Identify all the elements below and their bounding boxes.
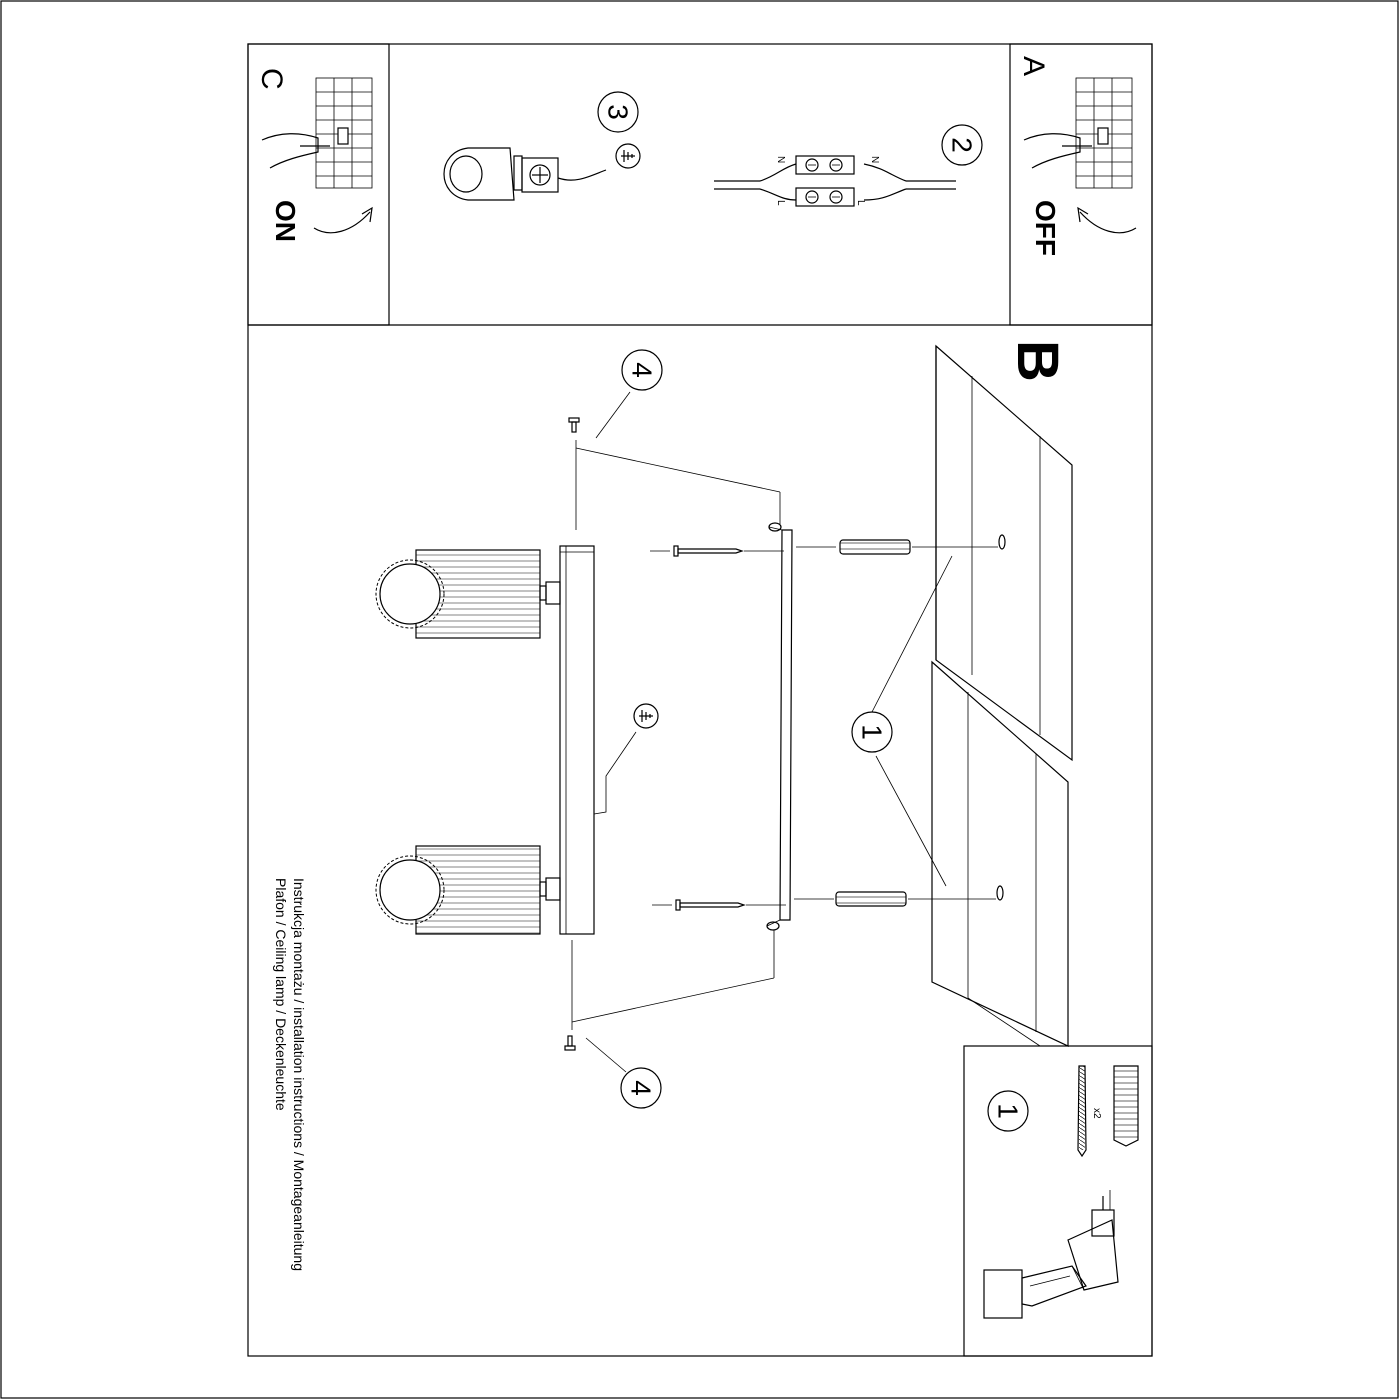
breaker-icon — [1075, 77, 1133, 189]
arrow-icon — [1079, 211, 1137, 234]
cap-screw-bottom — [564, 1035, 576, 1051]
drill-hole-top — [998, 534, 1006, 550]
caption: Instrukcja montażu / installation instru… — [273, 878, 307, 1271]
breaker-icon — [315, 77, 373, 189]
step-1-parts-badge — [987, 1090, 1029, 1132]
wire-label-n-left: N — [775, 156, 786, 163]
step-2-number: 2 — [947, 137, 978, 153]
wire-label-l-left: L — [775, 200, 786, 206]
ceiling-surface — [931, 344, 1073, 1047]
wall-plug-bottom — [835, 891, 996, 907]
panel-c: C ON — [247, 43, 390, 326]
drill-icon — [983, 1190, 1119, 1319]
wall-plug-icon — [1113, 1065, 1139, 1147]
step-3-badge — [597, 91, 639, 133]
panel-c-letter: C — [255, 68, 288, 90]
spotlight-head-bottom — [375, 845, 561, 935]
parts-quantity: x2 — [1091, 1108, 1102, 1119]
connector-l — [795, 187, 855, 207]
hand-icon — [261, 133, 319, 169]
panel-a-letter: A — [1017, 56, 1050, 76]
caption-line-1: Instrukcja montażu / installation instru… — [291, 878, 307, 1271]
screw-icon — [529, 164, 551, 186]
earth-symbol-icon — [633, 703, 659, 729]
step-4-bottom-number: 4 — [626, 1080, 657, 1096]
parts-panel: 1 x2 — [963, 1045, 1153, 1357]
wire-label-n-right: N — [869, 156, 880, 163]
step-3-earth-terminal: 3 — [443, 91, 641, 201]
cap-screw-top — [568, 417, 580, 433]
panel-b-letter: B — [1005, 340, 1070, 382]
wire-label-l-right: L — [855, 200, 866, 206]
screw-bottom — [652, 899, 786, 911]
caption-line-2: Plafon / Ceiling lamp / Deckenleuchte — [273, 878, 289, 1111]
step-4-bottom-badge: 4 — [620, 1067, 662, 1109]
step-1-badge: 1 — [851, 711, 893, 753]
main-frame — [247, 43, 1153, 1357]
panel-c-switch-label: ON — [270, 200, 301, 242]
step-2-wiring: 2 N N L L — [714, 124, 983, 207]
panel-a-switch-label: OFF — [1030, 200, 1061, 256]
panel-a: A OFF — [1009, 43, 1153, 326]
step-1-number: 1 — [857, 724, 888, 740]
step-4-top-badge: 4 — [621, 349, 663, 391]
step-1-parts-number: 1 — [993, 1103, 1024, 1119]
lamp-canopy — [559, 545, 595, 935]
step-4-top-number: 4 — [627, 362, 658, 378]
arrow-icon — [313, 211, 371, 234]
hand-icon — [1023, 133, 1081, 169]
wall-plug-top — [839, 539, 998, 555]
mounting-tab — [443, 147, 515, 201]
step-3-number: 3 — [603, 104, 634, 120]
mounting-bracket — [766, 522, 793, 931]
long-screw-icon — [1077, 1065, 1087, 1158]
drill-hole-bottom — [996, 885, 1004, 901]
screw-top — [650, 545, 784, 557]
connector-n — [795, 155, 855, 175]
spotlight-head-top — [375, 549, 561, 639]
step-2-badge — [941, 124, 983, 166]
earth-symbol-icon — [615, 143, 641, 169]
